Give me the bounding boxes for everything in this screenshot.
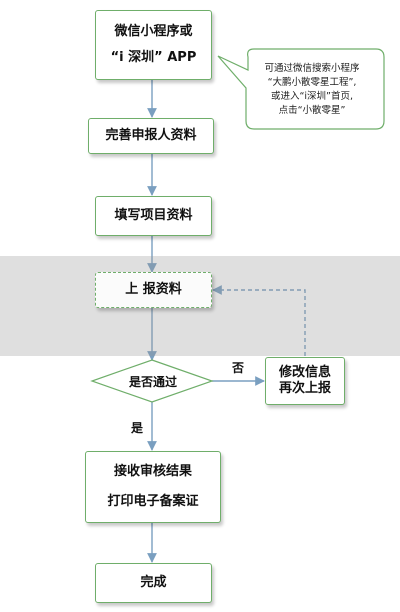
step6-line-2: 打印电子备案证	[107, 494, 199, 509]
arrow-revise-to-step4	[212, 285, 306, 356]
step-start-box: 微信小程序或 “i 深圳” APP	[95, 10, 212, 80]
decision-yes-label: 是	[131, 421, 144, 435]
step2-label: 完善申报人资料	[105, 127, 197, 143]
callout-bubble	[217, 48, 385, 130]
callout-note: 可通过微信搜索小程序 “大鹏小散零星工程”, 或进入“i深圳”首页, 点击“小散…	[252, 62, 372, 118]
step-revise-box: 修改信息 再次上报	[265, 357, 345, 405]
revise-line-2: 再次上报	[278, 381, 331, 396]
callout-line-2: “大鹏小散零星工程”,	[267, 77, 357, 88]
start-line-2: “i 深圳” APP	[110, 50, 197, 65]
decision-no-label: 否	[232, 361, 245, 375]
step-result-box: 接收审核结果 打印电子备案证	[85, 451, 221, 523]
step-end-box: 完成	[95, 563, 212, 603]
decision-question: 是否通过	[128, 375, 177, 389]
step-complete-applicant-box: 完善申报人资料	[88, 118, 214, 154]
callout-line-4: 点击“小散零星”	[278, 105, 346, 116]
start-line-1: 微信小程序或	[114, 23, 193, 39]
step6-line-1: 接收审核结果	[113, 463, 192, 479]
step4-label: 上 报资料	[125, 281, 182, 297]
decision-diamond	[90, 359, 214, 403]
callout-line-1: 可通过微信搜索小程序	[264, 63, 360, 74]
callout-line-3: 或进入“i深圳”首页,	[270, 91, 353, 102]
step3-label: 填写项目资料	[114, 207, 193, 223]
end-label: 完成	[140, 574, 167, 590]
step-submit-box: 上 报资料	[95, 272, 212, 308]
revise-line-1: 修改信息	[278, 364, 331, 380]
step-fill-project-box: 填写项目资料	[95, 196, 212, 236]
